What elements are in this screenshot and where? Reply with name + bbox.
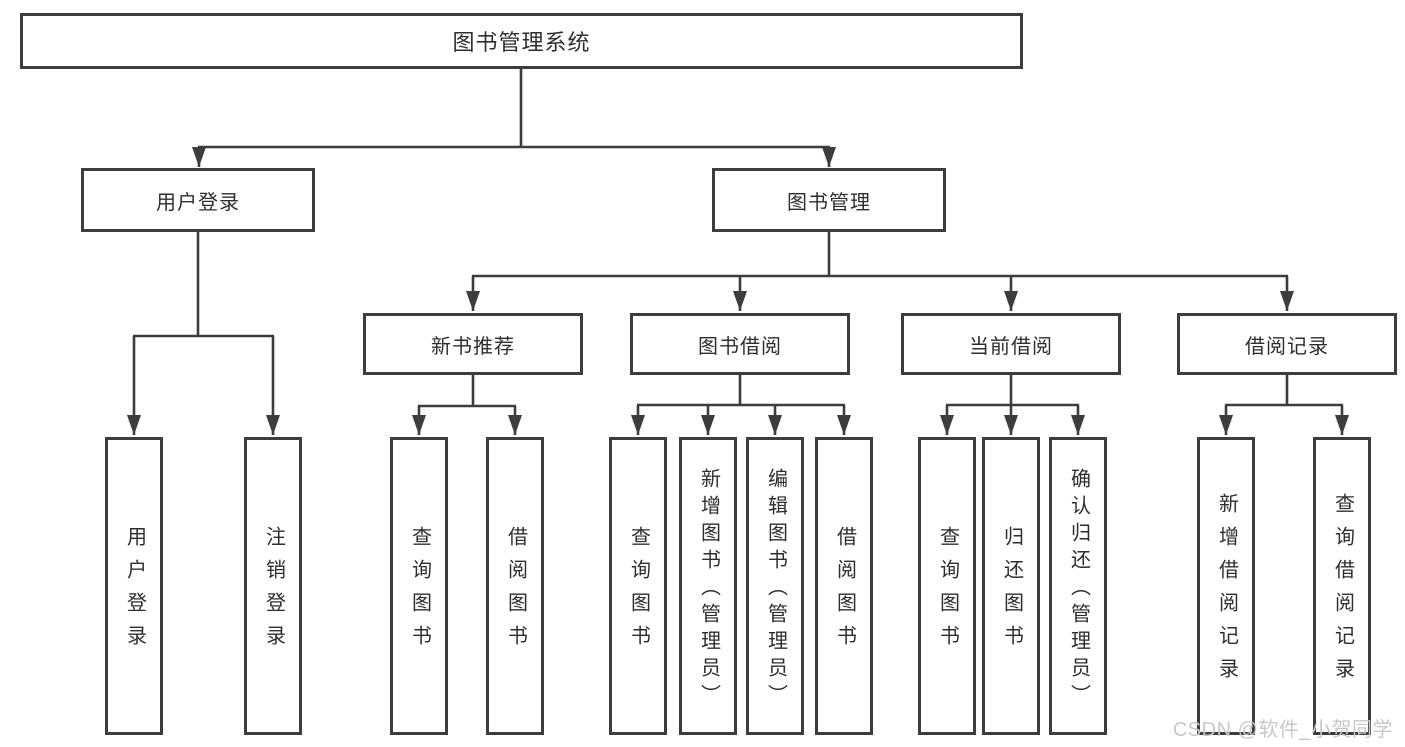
leaf-borrow-books-borrow: 借阅图书 <box>815 437 873 735</box>
node-book-borrowing: 图书借阅 <box>630 313 850 375</box>
leaf-add-borrow-record-label: 新增借阅记录 <box>1215 493 1238 691</box>
node-book-management-label: 图书管理 <box>787 191 871 214</box>
leaf-logout-label: 注销登录 <box>262 526 285 658</box>
leaf-add-borrow-record: 新增借阅记录 <box>1197 437 1255 735</box>
node-user-login: 用户登录 <box>81 168 315 232</box>
leaf-edit-books-admin: 编辑图书（管理员） <box>746 437 804 735</box>
leaf-confirm-return-admin: 确认归还（管理员） <box>1049 437 1107 735</box>
leaf-query-books-current: 查询图书 <box>918 437 976 735</box>
leaf-logout: 注销登录 <box>244 437 302 735</box>
node-new-book-recommend-label: 新书推荐 <box>431 335 515 358</box>
node-current-borrowing: 当前借阅 <box>901 313 1121 375</box>
leaf-add-books-admin: 新增图书（管理员） <box>679 437 737 735</box>
leaf-return-books-label: 归还图书 <box>1000 526 1023 658</box>
leaf-query-books-borrow-label: 查询图书 <box>627 526 650 658</box>
leaf-borrow-books-borrow-label: 借阅图书 <box>833 526 856 658</box>
node-user-login-label: 用户登录 <box>156 191 240 214</box>
leaf-query-books-recommend: 查询图书 <box>390 437 448 735</box>
leaf-confirm-return-admin-label: 确认归还（管理员） <box>1067 467 1090 711</box>
leaf-user-login-label: 用户登录 <box>123 526 146 658</box>
leaf-edit-books-admin-label: 编辑图书（管理员） <box>764 467 787 711</box>
leaf-borrow-books-recommend: 借阅图书 <box>486 437 544 735</box>
leaf-query-borrow-record: 查询借阅记录 <box>1313 437 1371 735</box>
node-borrowing-records: 借阅记录 <box>1177 313 1397 375</box>
leaf-query-books-recommend-label: 查询图书 <box>408 526 431 658</box>
node-book-management: 图书管理 <box>712 168 946 232</box>
leaf-return-books: 归还图书 <box>982 437 1040 735</box>
node-root-label: 图书管理系统 <box>452 30 591 55</box>
leaf-query-borrow-record-label: 查询借阅记录 <box>1331 493 1354 691</box>
leaf-borrow-books-recommend-label: 借阅图书 <box>504 526 527 658</box>
leaf-user-login: 用户登录 <box>105 437 163 735</box>
node-root-system: 图书管理系统 <box>20 13 1023 69</box>
leaf-add-books-admin-label: 新增图书（管理员） <box>697 467 720 711</box>
node-current-borrowing-label: 当前借阅 <box>969 335 1053 358</box>
node-new-book-recommend: 新书推荐 <box>363 313 583 375</box>
leaf-query-books-borrow: 查询图书 <box>609 437 667 735</box>
node-borrowing-records-label: 借阅记录 <box>1245 335 1329 358</box>
node-book-borrowing-label: 图书借阅 <box>698 335 782 358</box>
leaf-query-books-current-label: 查询图书 <box>936 526 959 658</box>
